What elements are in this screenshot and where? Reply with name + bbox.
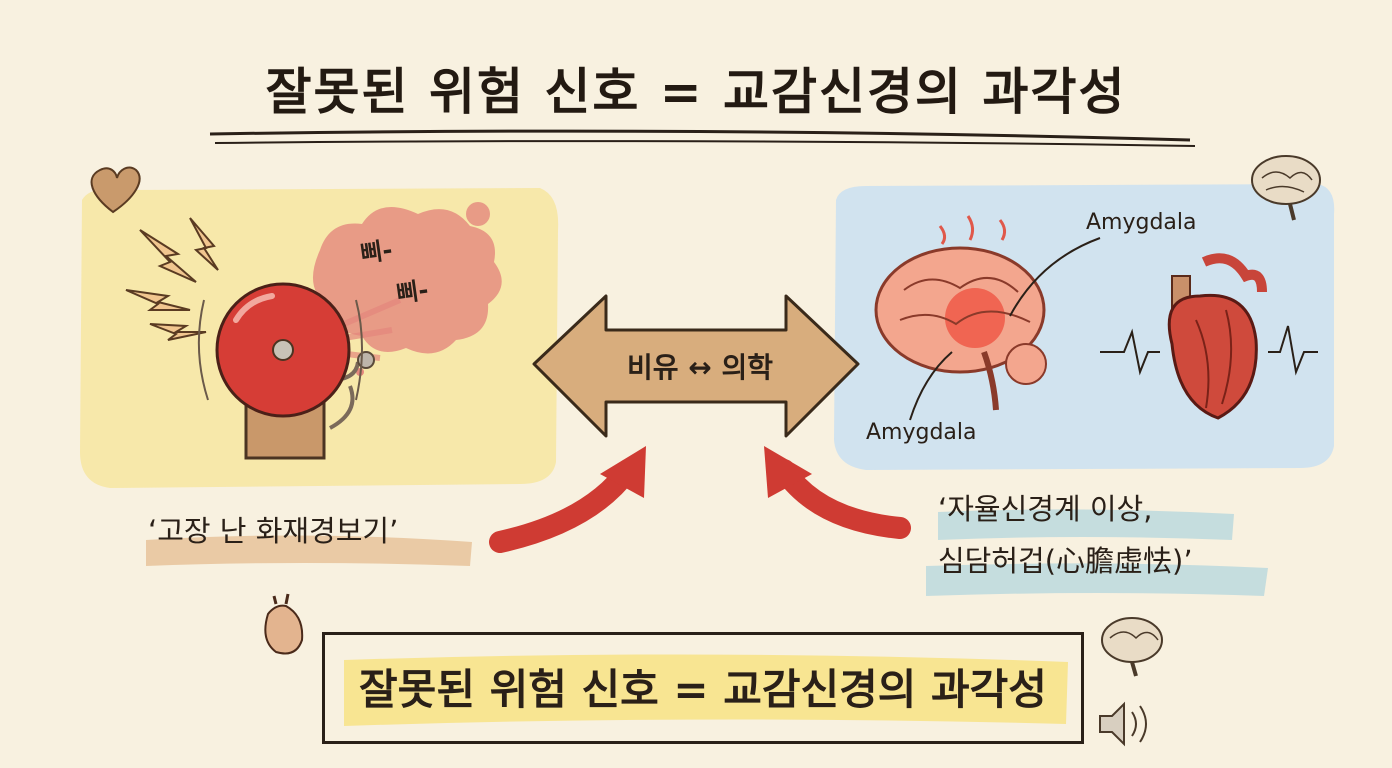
summary-text: 잘못된 위험 신호 = 교감신경의 과각성	[359, 665, 1047, 714]
brain-icon-glowing	[874, 215, 1047, 411]
heartbeat-line-right	[1268, 325, 1318, 376]
bottom-highlight	[344, 654, 1068, 726]
page-title: 잘못된 위험 신호 = 교감신경의 과각성	[265, 63, 1127, 121]
arrow-label: 비유 ↔ 의학	[627, 351, 773, 384]
amygdala-pointer-bottom	[909, 351, 953, 421]
brain-icon-small	[1101, 617, 1163, 677]
lightning-icon	[125, 217, 219, 341]
title-underline	[209, 129, 1191, 142]
left-caption: ‘고장 난 화재경보기’	[148, 514, 399, 548]
right-caption-line1: ‘자율신경계 이상,	[938, 492, 1153, 526]
left-caption-highlight	[146, 535, 472, 566]
heart-icon	[90, 166, 141, 214]
heartbeat-line-left	[1100, 328, 1160, 376]
summary-box	[322, 632, 1084, 744]
amygdala-label-top: Amygdala	[1086, 210, 1197, 235]
right-caption-line2: 심담허겁(心膽虛怯)’	[938, 544, 1193, 578]
double-arrow	[532, 294, 860, 438]
brain-icon	[1251, 155, 1321, 221]
red-arrow-right	[764, 446, 911, 539]
title-underline-2	[214, 140, 1196, 147]
beep-label-1: 삐-	[358, 235, 395, 269]
right-caption-highlight	[938, 509, 1234, 540]
small-heart-icon	[264, 593, 304, 655]
right-caption-highlight-2	[926, 563, 1268, 596]
alarm-bell-icon	[197, 282, 375, 460]
amygdala-label-bottom: Amygdala	[866, 420, 977, 445]
speaker-icon	[1099, 701, 1147, 747]
anatomical-heart-icon	[1167, 253, 1267, 420]
red-arrow-left	[489, 446, 646, 553]
beep-label-2: 삐-	[394, 275, 431, 309]
amygdala-pointer-top	[1009, 237, 1101, 317]
